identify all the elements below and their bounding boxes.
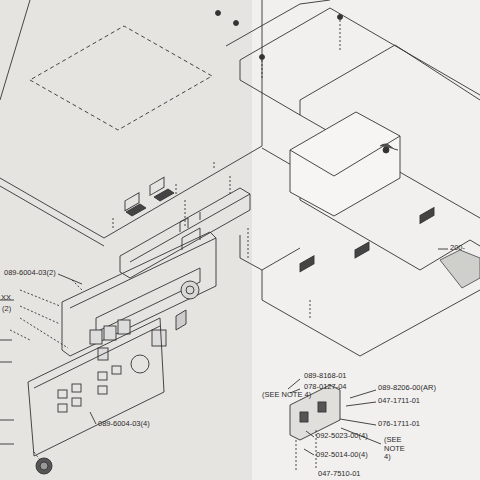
part-number: 089-8168-01	[304, 372, 347, 381]
screws	[10, 280, 82, 348]
part-number: 089-6004-03(4)	[98, 420, 150, 429]
note-reference: (SEE NOTE 4)	[384, 436, 406, 462]
bezel-frame	[62, 228, 216, 360]
part-number: 047-7510-01	[318, 470, 361, 479]
light-strip	[252, 0, 480, 480]
chassis	[216, 0, 480, 356]
leader-lines	[0, 249, 448, 455]
part-number: 092-5014-00(4)	[316, 451, 368, 460]
part-number: 089-6004-03(2)	[4, 269, 56, 278]
part-number: 092-5023-00(4)	[316, 432, 368, 441]
part-number: 089-8206-00(AR)	[378, 384, 436, 393]
side-rail	[120, 176, 250, 278]
front-panel	[28, 318, 164, 474]
quantity: (2)	[2, 305, 11, 314]
callout-number: XX	[1, 294, 11, 303]
part-number: 076-1711-01	[378, 420, 420, 429]
note-reference: (SEE NOTE 4)	[262, 391, 311, 400]
part-number: 078-0127-04	[304, 383, 347, 392]
part-number: 200-	[450, 244, 465, 253]
part-number: 047-1711-01	[378, 397, 420, 406]
